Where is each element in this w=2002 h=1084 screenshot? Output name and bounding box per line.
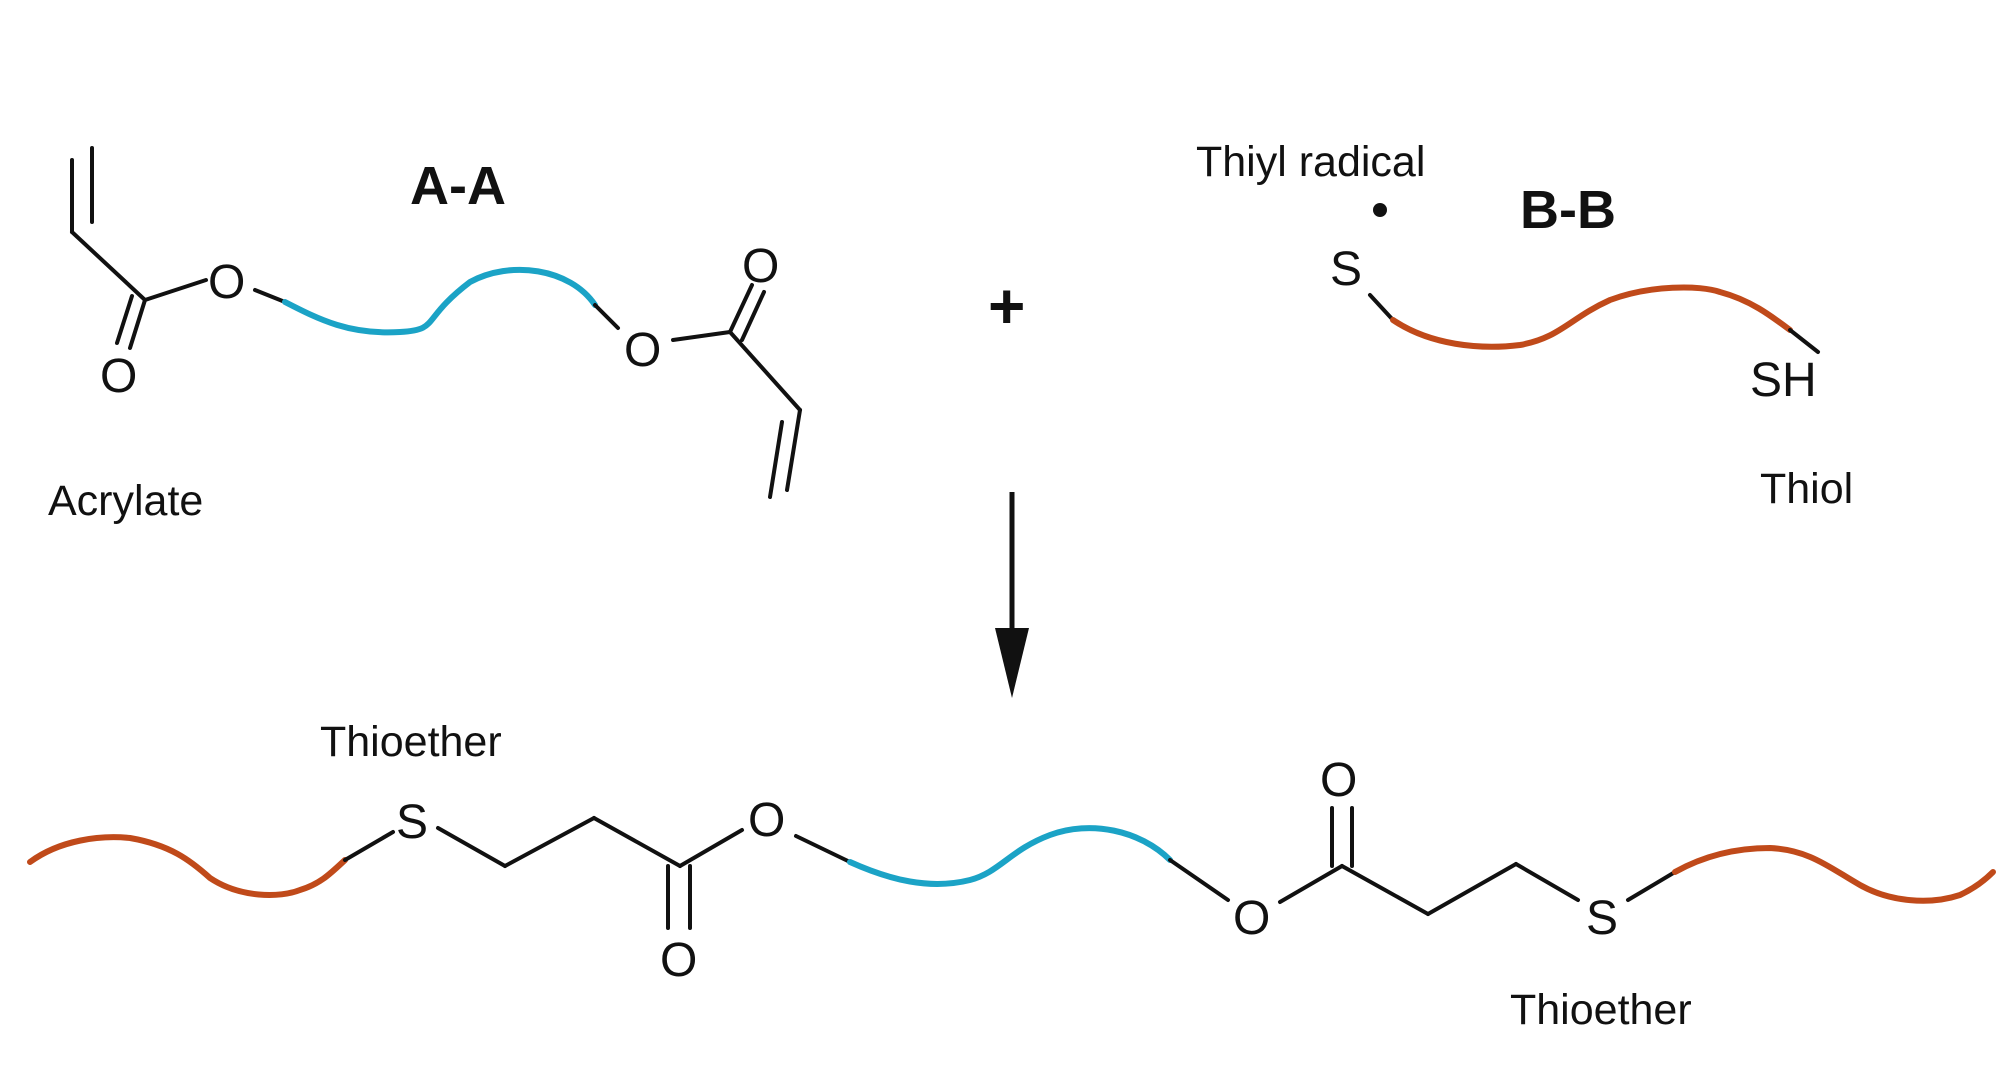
monomer-a-tag: A-A <box>410 156 506 216</box>
spacer-b-to-sh <box>1788 328 1820 354</box>
vinyl-double-bond-right <box>785 408 802 492</box>
carbonyl-double-bond-left <box>128 298 147 350</box>
product-carbonyl-oxygen-right: O <box>1320 754 1357 807</box>
ester-oxygen-left: O <box>208 256 245 309</box>
carbonyl-to-ch2-right <box>1340 864 1430 916</box>
thiyl-radical-label: Thiyl radical <box>1196 138 1425 186</box>
product-carbonyl-oxygen-left: O <box>660 934 697 987</box>
ch2-to-ch2-left <box>503 816 596 868</box>
thiyl-sulfur: S <box>1330 243 1362 296</box>
ester-oxygen-right: O <box>624 324 661 377</box>
ch2-to-sulfur-right <box>1514 862 1580 902</box>
ester-o-to-carbonyl-product-right <box>1278 864 1344 904</box>
thiol-sh-group: SH <box>1750 354 1817 407</box>
carbonyl-oxygen-right: O <box>742 240 779 293</box>
spacer-b-chain <box>1390 284 1793 350</box>
spacer-a-chain <box>282 266 598 336</box>
sulfur-to-spacer-b <box>1368 293 1395 322</box>
carbonyl-to-ester-o-left <box>143 278 208 302</box>
sulfur-left-to-ch2 <box>436 826 507 868</box>
product-right-chain-b <box>1672 844 1996 904</box>
ch2-to-ch2-right <box>1426 862 1518 916</box>
sulfur-right-to-chain <box>1626 870 1677 902</box>
ester-o-to-spacer-a-product <box>794 834 852 864</box>
thiol-label: Thiol <box>1760 465 1853 513</box>
vinyl-to-carbonyl-left <box>70 230 147 302</box>
product-spacer-a-chain <box>847 825 1173 887</box>
reaction-arrow-head <box>995 628 1029 698</box>
monomer-b-tag: B-B <box>1520 180 1616 240</box>
product-ester-oxygen-right: O <box>1233 892 1270 945</box>
carbonyl-double-bond-right <box>728 283 754 334</box>
reaction-arrow <box>995 492 1029 698</box>
carbonyl-double-bond-left-second <box>115 294 134 345</box>
product-left-chain-b <box>27 834 348 898</box>
carbonyl-oxygen-left: O <box>100 350 137 403</box>
ester-o-to-spacer-left <box>253 288 287 304</box>
spacer-a-to-ester-o-product-right <box>1168 858 1230 902</box>
thioether-label-left: Thioether <box>320 718 502 766</box>
diacrylate-molecule: O O O O <box>70 146 802 499</box>
thioether-label-right: Thioether <box>1510 986 1692 1034</box>
carbonyl-to-vinyl-right <box>728 330 802 412</box>
carbonyl-double-bond-right-second <box>740 290 766 342</box>
thioether-sulfur-right: S <box>1586 892 1618 945</box>
chain-to-sulfur-left <box>343 830 395 862</box>
dithiol-molecule: S SH <box>1330 203 1820 407</box>
radical-dot <box>1373 203 1387 217</box>
ch2-to-carbonyl-left <box>592 816 682 868</box>
product-ester-oxygen-left: O <box>748 794 785 847</box>
ester-o-to-carbonyl-right <box>671 330 732 342</box>
vinyl-double-bond-right-second <box>768 420 784 499</box>
thioether-sulfur-left: S <box>396 796 428 849</box>
spacer-to-ester-o-right <box>593 303 620 330</box>
carbonyl-to-ester-o-product-left <box>678 828 744 868</box>
product-molecule: S O O O O S <box>27 754 1996 987</box>
acrylate-label: Acrylate <box>48 477 203 525</box>
plus-sign: + <box>988 270 1025 342</box>
